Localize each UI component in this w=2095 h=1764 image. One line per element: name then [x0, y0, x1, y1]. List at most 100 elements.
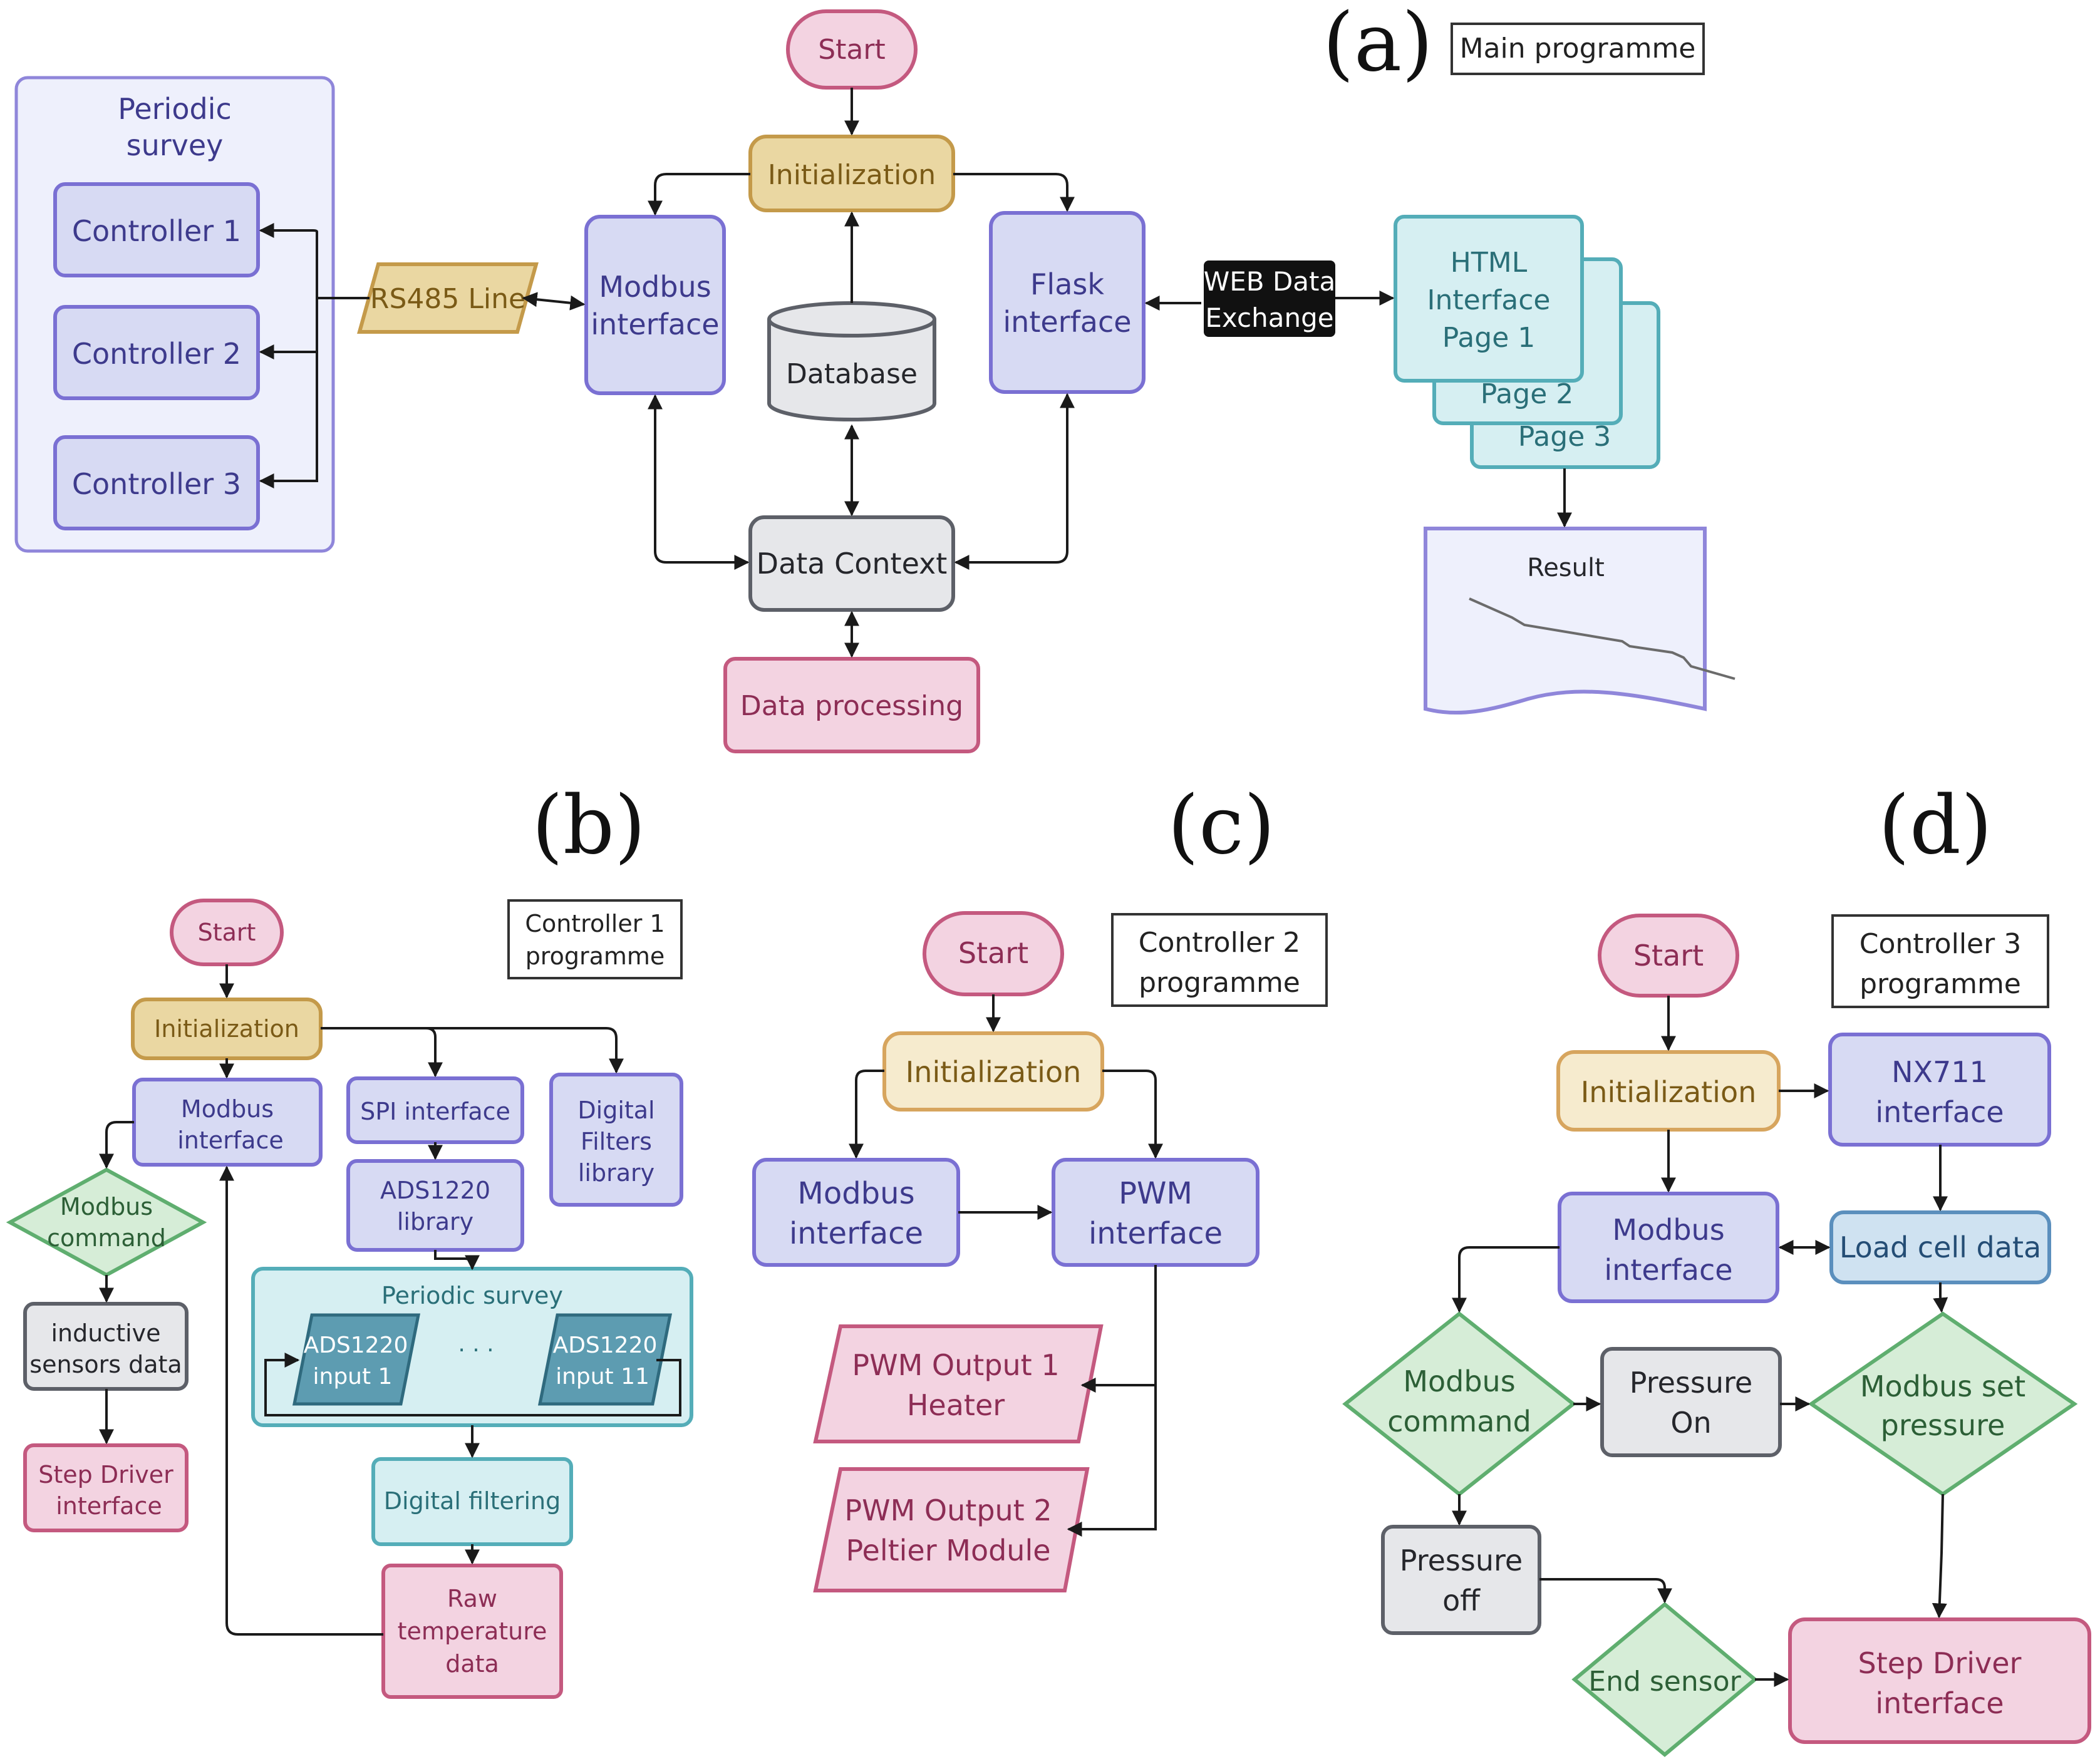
b-modbus-label-1: Modbus: [181, 1095, 274, 1123]
b-raw-label-2: temperature: [398, 1617, 547, 1645]
panel-b: (b) Controller 1 programme Start Initial…: [6, 779, 693, 1699]
b-ads-lib-label-2: library: [397, 1208, 473, 1235]
a-html-label-1: HTML: [1451, 247, 1528, 279]
a-html-interface-node: [1394, 215, 1584, 383]
b-step-label-2: interface: [56, 1492, 162, 1520]
c-modbus-label-2: interface: [789, 1216, 923, 1251]
d-modbus-set-pressure-node: [1808, 1311, 2078, 1497]
b-in11-label-1: ADS1220: [553, 1333, 658, 1358]
c-pwm-label-1: PWM: [1119, 1176, 1192, 1211]
a-start-label: Start: [818, 34, 886, 66]
a-result-label: Result: [1527, 554, 1605, 582]
panel-a-title-box: [1451, 23, 1705, 75]
b-step-driver-node: [23, 1443, 189, 1532]
b-ads1220-input-11-node: [537, 1313, 673, 1406]
b-modbus-command-node: [6, 1167, 207, 1277]
d-end-sensor-label: End sensor: [1588, 1666, 1741, 1698]
b-inductive-label-1: inductive: [51, 1319, 160, 1347]
a-controller-3-node: [53, 435, 260, 530]
a-data-processing-label: Data processing: [740, 690, 963, 722]
a-survey-label-1: Periodic: [118, 92, 232, 126]
panel-c: (c) Controller 2 programme Start Initial…: [752, 779, 1328, 1592]
a-controller-2-label: Controller 2: [72, 337, 241, 371]
a-controller-2-node: [53, 305, 260, 400]
b-modbus-cmd-label-1: Modbus: [60, 1193, 153, 1220]
b-connectors: [99, 964, 681, 1636]
b-ads1220-input-1-node: [292, 1313, 421, 1406]
b-ads1220-library-node: [346, 1159, 524, 1252]
a-flask-label-2: interface: [1003, 305, 1131, 339]
a-controller-1-label: Controller 1: [72, 214, 241, 248]
a-database-label: Database: [786, 358, 918, 390]
d-modbus-cmd-label-2: command: [1387, 1405, 1531, 1438]
b-in1-label-1: ADS1220: [304, 1333, 408, 1358]
panel-b-letter: (b): [532, 779, 646, 872]
d-step-driver-node: [1788, 1617, 2091, 1744]
b-raw-label-1: Raw: [447, 1585, 497, 1612]
b-raw-temperature-node: [381, 1564, 563, 1699]
c-initialization-label: Initialization: [906, 1055, 1082, 1089]
b-in1-label-2: input 1: [313, 1364, 393, 1390]
a-data-context-node: [748, 515, 955, 612]
d-nx711-label-1: NX711: [1891, 1055, 1988, 1089]
panel-c-title-box: [1111, 913, 1328, 1007]
b-survey-label: Periodic survey: [381, 1282, 563, 1309]
b-survey-dots: · · ·: [458, 1338, 494, 1363]
d-nx711-label-2: interface: [1875, 1095, 2004, 1129]
d-p-on-label-2: On: [1670, 1406, 1711, 1440]
a-result-document: [1424, 527, 1707, 715]
b-digital-filters-node: [549, 1073, 683, 1207]
b-in11-label-2: input 11: [556, 1364, 649, 1390]
b-initialization-label: Initialization: [154, 1015, 299, 1043]
panel-a-letter: (a): [1323, 0, 1433, 90]
c-pwm-output-1-node: [813, 1324, 1104, 1443]
b-filters-label-3: library: [578, 1159, 654, 1187]
a-modbus-interface-node: [584, 215, 726, 395]
panel-d-title-1: Controller 3: [1860, 928, 2021, 960]
c-out1-label-2: Heater: [907, 1388, 1005, 1422]
d-modbus-label-2: interface: [1604, 1253, 1732, 1287]
d-step-label-1: Step Driver: [1858, 1646, 2022, 1680]
b-inductive-label-2: sensors data: [29, 1351, 182, 1378]
panel-a: (a) Main programme Periodic survey Contr…: [14, 0, 1735, 753]
panel-c-letter: (c): [1167, 779, 1275, 872]
d-start-label: Start: [1633, 939, 1704, 972]
d-p-off-label-1: Pressure: [1400, 1544, 1523, 1577]
d-modbus-label-1: Modbus: [1612, 1213, 1724, 1247]
c-out2-label-2: Peltier Module: [846, 1534, 1050, 1567]
b-filters-label-2: Filters: [581, 1128, 652, 1155]
c-out1-label-1: PWM Output 1: [852, 1348, 1059, 1382]
c-modbus-label-1: Modbus: [797, 1176, 914, 1211]
a-html-label-3: Page 1: [1442, 322, 1536, 354]
d-p-off-label-2: off: [1442, 1584, 1481, 1617]
b-ads-lib-label-1: ADS1220: [380, 1177, 490, 1204]
d-modbus-cmd-label-1: Modbus: [1403, 1364, 1515, 1398]
panel-d-title-box: [1831, 914, 2049, 1008]
b-filtering-label: Digital filtering: [384, 1487, 561, 1515]
d-set-pressure-label-2: pressure: [1881, 1408, 2005, 1442]
a-survey-label-2: survey: [127, 128, 224, 162]
a-rs485-node: [357, 262, 539, 334]
a-page-3-label: Page 3: [1518, 421, 1611, 453]
c-out2-label-1: PWM Output 2: [844, 1493, 1052, 1527]
a-html-label-2: Interface: [1427, 284, 1551, 316]
c-pwm-label-2: interface: [1089, 1216, 1223, 1251]
a-controller-1-node: [53, 182, 260, 277]
a-web-label-2: Exchange: [1205, 302, 1333, 333]
a-flask-interface-node: [989, 211, 1146, 394]
b-filters-label-1: Digital: [577, 1096, 654, 1124]
d-step-label-2: interface: [1875, 1686, 2004, 1720]
a-web-exchange-node: [1204, 260, 1335, 337]
b-modbus-label-2: interface: [177, 1127, 283, 1154]
panel-b-title-1: Controller 1: [525, 910, 665, 937]
c-connectors: [849, 994, 1163, 1537]
d-initialization-label: Initialization: [1581, 1075, 1757, 1109]
d-loadcell-label: Load cell data: [1839, 1230, 2041, 1264]
a-connectors: [259, 88, 1572, 658]
d-pressure-on-node: [1600, 1347, 1782, 1457]
d-set-pressure-label-1: Modbus set: [1860, 1369, 2025, 1403]
a-controller-3-label: Controller 3: [72, 467, 241, 501]
a-initialization-label: Initialization: [768, 159, 936, 191]
panel-b-title-box: [507, 899, 683, 979]
d-connectors: [1452, 996, 1948, 1687]
